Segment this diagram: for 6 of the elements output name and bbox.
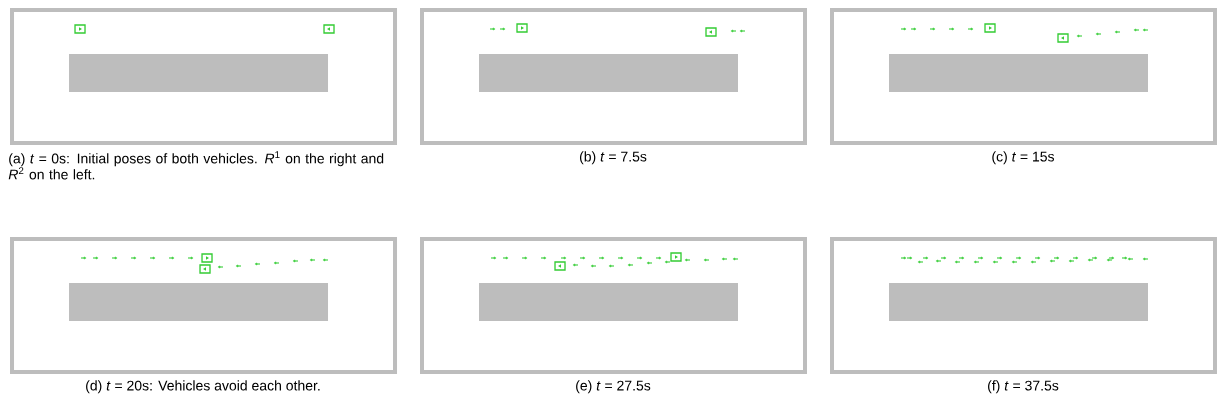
caption: (f) t = 37.5s xyxy=(988,380,1059,394)
caption: (c) t = 15s xyxy=(992,151,1054,165)
caption: (a) t = 0s: Initial poses of both vehicles. R$^{1}$ on the right and R$^{2}$ on the left. xyxy=(8,151,384,180)
caption: (e) t = 27.5s xyxy=(576,380,651,394)
caption: (b) t = 7.5s xyxy=(579,151,647,165)
caption: (d) t = 20s: Vehicles avoid each other. xyxy=(86,380,320,394)
